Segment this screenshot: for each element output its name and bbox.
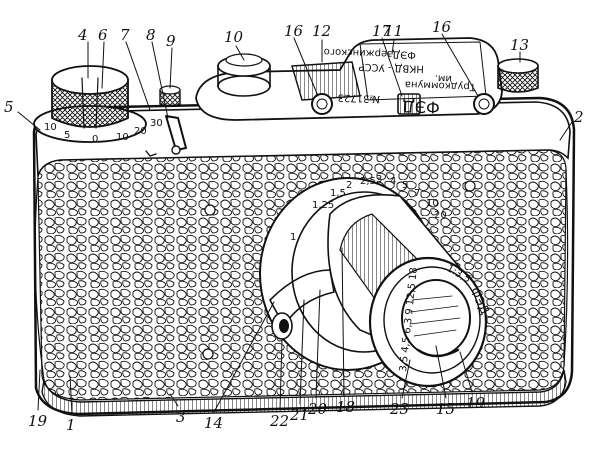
viewfinder-window (397, 93, 421, 115)
callout-1: 1 (66, 416, 76, 434)
callout-10: 10 (224, 28, 244, 46)
rewind-lever (165, 115, 187, 151)
strap-lug-left (204, 204, 216, 216)
callout-18: 18 (336, 398, 355, 416)
svg-text:2,5: 2,5 (360, 176, 376, 187)
svg-text:2: 2 (346, 180, 352, 191)
callout-21: 21 (289, 406, 309, 424)
svg-text:1: 1 (290, 232, 296, 243)
accessory-shoe (291, 61, 361, 101)
svg-text:7: 7 (414, 188, 420, 199)
bottom-plate (41, 369, 567, 417)
svg-text:10: 10 (116, 132, 129, 143)
callout-17: 17 (372, 22, 392, 40)
callout-15: 15 (436, 400, 455, 418)
svg-text:20: 20 (434, 210, 447, 221)
focus-lock-button (271, 312, 293, 340)
callout-14: 14 (204, 414, 223, 432)
lens-assembly: ФЭД 1:3,5 3,5 4,5 6,3 9 12,5 18 20 10 7 … (259, 174, 492, 388)
callout-20: 20 (307, 400, 328, 418)
callout-8: 8 (146, 26, 156, 44)
top-controls: ФЭДзержинского НКВД - УССР им. Трудкомму… (33, 37, 539, 157)
svg-text:20: 20 (134, 126, 147, 137)
callout-23: 23 (389, 400, 409, 418)
callout-16-left: 16 (284, 22, 304, 40)
svg-text:3: 3 (376, 174, 382, 185)
distance-scale: 20 10 7 5 4 3 2,5 2 1,5 1,25 1 (290, 174, 447, 243)
serial-number: №31723 (338, 92, 381, 104)
callout-3: 3 (176, 408, 186, 426)
callout-16-right: 16 (432, 18, 452, 36)
svg-text:5: 5 (64, 130, 70, 141)
svg-text:1,5: 1,5 (330, 188, 346, 199)
strap-lug-right (464, 180, 476, 192)
svg-text:0: 0 (92, 134, 98, 145)
callout-5: 5 (4, 98, 14, 116)
shutter-speed-dial (217, 53, 271, 97)
counter-scale: 10 5 0 10 20 30 (44, 118, 163, 145)
callout-4: 4 (77, 26, 88, 44)
callout-labels: 1 2 3 4 5 6 7 8 9 10 11 12 13 14 15 16 1… (4, 18, 584, 434)
callout-11: 11 (384, 22, 403, 40)
callout-2: 2 (573, 108, 584, 126)
callout-22: 22 (269, 412, 289, 430)
callout-7: 7 (120, 26, 130, 44)
svg-text:5: 5 (402, 180, 408, 191)
callout-19-right: 19 (466, 394, 486, 412)
svg-text:1,25: 1,25 (312, 200, 334, 211)
callout-9: 9 (166, 32, 176, 50)
winding-knob (33, 65, 147, 143)
callout-6: 6 (98, 26, 108, 44)
rewind-knob (497, 58, 539, 93)
leader-lines (17, 33, 573, 415)
svg-text:30: 30 (150, 118, 163, 129)
callout-13: 13 (510, 36, 529, 54)
svg-text:10: 10 (426, 198, 439, 209)
callout-12: 12 (312, 22, 331, 40)
svg-text:10: 10 (44, 122, 57, 133)
engraving-line-2: НКВД - УССР (358, 61, 424, 74)
callout-19-left: 19 (28, 412, 48, 430)
svg-text:4: 4 (390, 176, 396, 187)
focusing-lever (269, 269, 335, 327)
screw-lower (202, 348, 214, 360)
engraving-line-3: им. (434, 72, 452, 84)
engraving-line-4: Трудкоммуна (405, 79, 477, 93)
